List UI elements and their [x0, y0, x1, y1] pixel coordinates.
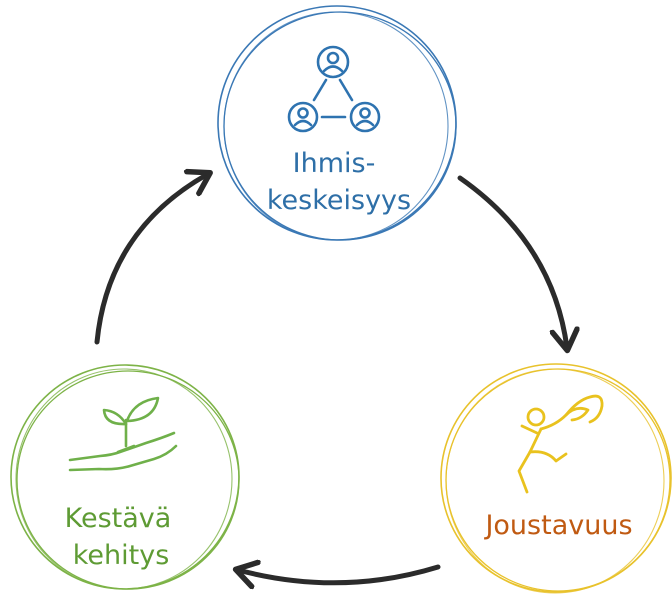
arrow-left-to-top	[94, 174, 208, 345]
node-joustavuus: Joustavuus	[440, 363, 672, 594]
node-label-top-line2: keskeisyys	[267, 185, 411, 216]
node-label-left-line2: kehitys	[73, 540, 170, 571]
node-ihmiskeskeisyys: Ihmis- keskeisyys	[217, 5, 457, 241]
node-label-left-line1: Kestävä	[65, 503, 172, 534]
dancer-ribbon-icon	[517, 394, 604, 494]
node-label-top-line1: Ihmis-	[293, 148, 376, 179]
node-ring-right	[440, 363, 672, 594]
node-ring-top	[217, 5, 457, 241]
hand-plant-icon	[68, 396, 178, 472]
arrow-right-to-left	[238, 567, 441, 583]
node-label-right: Joustavuus	[483, 510, 632, 541]
people-network-icon	[287, 45, 381, 133]
node-kestava-kehitys: Kestävä kehitys	[10, 364, 240, 590]
node-ring-left	[10, 364, 240, 590]
arrow-top-to-right	[457, 175, 567, 348]
